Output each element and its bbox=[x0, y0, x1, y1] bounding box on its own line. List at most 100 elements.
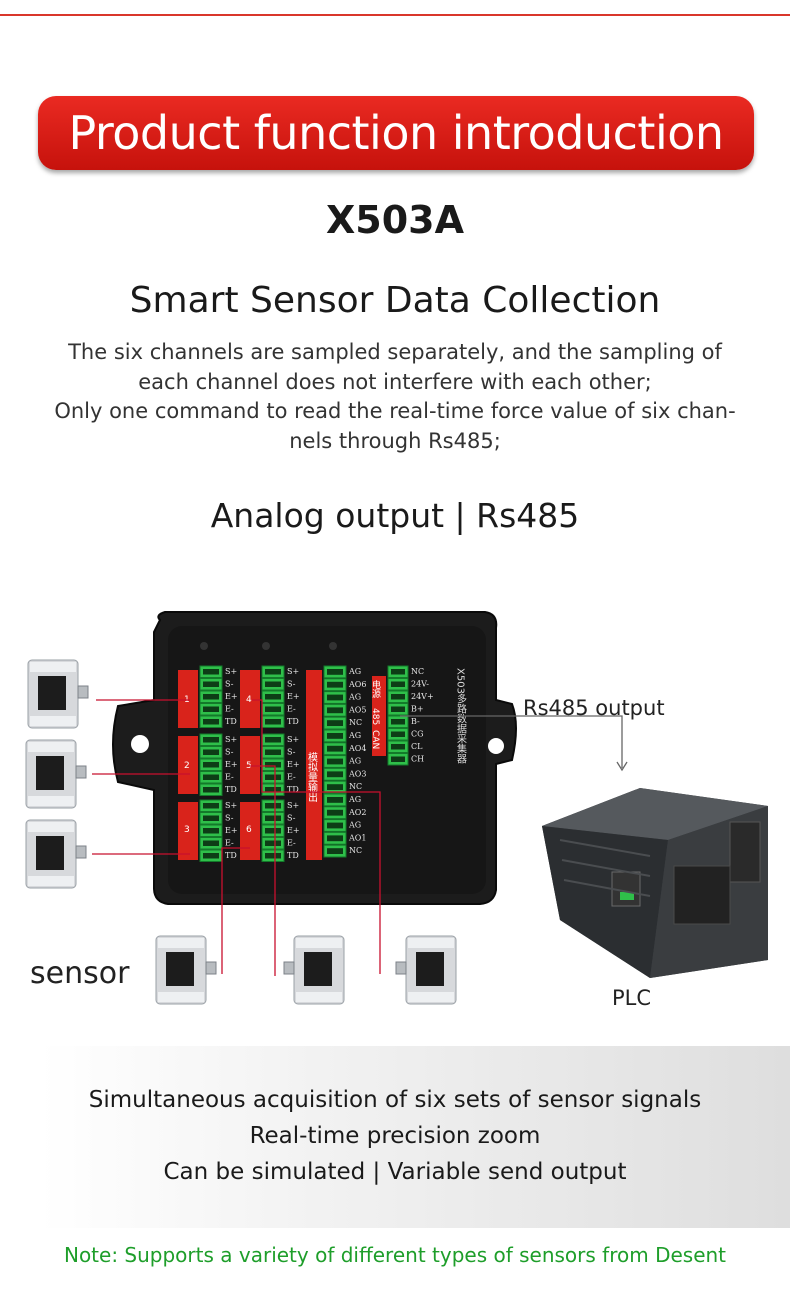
channel-number: 5 bbox=[246, 761, 252, 771]
pin-label: 24V+ bbox=[411, 692, 434, 701]
sensors bbox=[25, 659, 457, 1005]
load-cell-sensor bbox=[25, 739, 87, 809]
description-line: The six channels are sampled separately,… bbox=[68, 340, 722, 364]
pin-label: AO2 bbox=[348, 808, 366, 817]
bus-can-label: CAN bbox=[370, 730, 380, 749]
terminal-screw bbox=[203, 737, 219, 743]
arrow-down-icon bbox=[616, 761, 628, 772]
pin-label: E- bbox=[287, 839, 296, 848]
rs485-wire bbox=[400, 715, 623, 768]
pin-label: TD bbox=[287, 717, 299, 726]
terminal-blocks bbox=[199, 665, 409, 862]
terminal-screw bbox=[203, 681, 219, 687]
terminal-screw bbox=[203, 669, 219, 675]
pin-label: S- bbox=[287, 748, 296, 757]
pin-label: TD bbox=[287, 851, 299, 860]
terminal-screw bbox=[203, 787, 219, 793]
section-title-outputs: Analog output | Rs485 bbox=[210, 496, 580, 535]
terminal-screw bbox=[203, 719, 219, 725]
channel-label-strip bbox=[240, 736, 260, 794]
terminal-screw bbox=[203, 762, 219, 768]
pin-label: S+ bbox=[225, 801, 237, 810]
pin-label: E+ bbox=[287, 760, 300, 769]
pin-label: E+ bbox=[225, 692, 238, 701]
wire-channel-6 bbox=[252, 699, 381, 974]
channel-number: 4 bbox=[246, 695, 252, 705]
description-line: each channel does not interfere with eac… bbox=[138, 369, 652, 394]
section-description: The six channels are sampled separately,… bbox=[20, 338, 770, 456]
pin-label: S- bbox=[287, 680, 296, 689]
terminal-screw bbox=[265, 803, 281, 809]
pin-label: TD bbox=[225, 851, 237, 860]
terminal-screw bbox=[265, 815, 281, 821]
terminal-screw bbox=[327, 809, 343, 816]
pin-label: S- bbox=[225, 680, 234, 689]
title-banner: Product function introduction bbox=[38, 96, 754, 170]
pin-label: TD bbox=[225, 785, 237, 794]
terminal-screw bbox=[265, 749, 281, 755]
pin-label: TD bbox=[225, 717, 237, 726]
terminal-screw bbox=[327, 784, 343, 790]
wires bbox=[92, 699, 381, 976]
pin-label: NC bbox=[349, 718, 362, 727]
terminal-screw bbox=[203, 803, 219, 809]
pin-label: S+ bbox=[225, 667, 237, 676]
pin-label: E+ bbox=[225, 760, 238, 769]
plc-device bbox=[542, 788, 768, 978]
terminal-screw bbox=[265, 828, 281, 834]
terminal-screw bbox=[391, 669, 405, 675]
terminal-screw bbox=[203, 694, 219, 700]
feature-item: Real-time precision zoom bbox=[249, 1123, 541, 1149]
terminal-screw bbox=[265, 669, 281, 675]
banner-title: Product function introduction bbox=[68, 106, 724, 160]
terminal-screw bbox=[327, 822, 343, 829]
terminal-screw bbox=[265, 762, 281, 768]
pin-label: AO1 bbox=[348, 833, 366, 842]
pin-label: S- bbox=[287, 814, 296, 823]
load-cell-sensor bbox=[25, 819, 87, 889]
terminal-screw bbox=[265, 706, 281, 712]
pin-label: AO3 bbox=[348, 769, 366, 778]
pin-label: E+ bbox=[225, 826, 238, 835]
terminal-screw bbox=[265, 787, 281, 793]
pin-label: S- bbox=[225, 748, 234, 757]
analog-label-strip bbox=[306, 670, 322, 860]
pin-label: AO4 bbox=[348, 744, 366, 753]
load-cell-sensor bbox=[283, 935, 345, 1005]
pin-label: AO6 bbox=[348, 680, 366, 689]
terminal-screw bbox=[203, 853, 219, 859]
power-label: 电源 bbox=[370, 679, 381, 699]
feature-item: Simultaneous acquisition of six sets of … bbox=[88, 1087, 702, 1113]
terminal-screw bbox=[265, 774, 281, 780]
terminal-screw bbox=[391, 731, 405, 737]
terminal-screw bbox=[327, 771, 343, 778]
wiring-diagram: 1 2 3 4 5 6 模拟量输出 电源 485 CAN X503多路数据采集器… bbox=[25, 611, 768, 1005]
terminal-screw bbox=[327, 707, 343, 714]
top-divider bbox=[0, 14, 790, 16]
terminal-screw bbox=[391, 694, 405, 700]
channel-labels: 1 2 3 4 5 6 模拟量输出 电源 485 CAN X503多路数据采集器 bbox=[178, 668, 467, 860]
terminal-screw bbox=[391, 706, 405, 712]
feature-item: Can be simulated | Variable send output bbox=[163, 1159, 627, 1185]
terminal-screw bbox=[203, 815, 219, 821]
terminal-screw bbox=[265, 681, 281, 687]
terminal-screw bbox=[327, 681, 343, 688]
bus-485-label: 485 bbox=[370, 708, 380, 725]
pin-label: B- bbox=[411, 717, 420, 726]
support-note: Note: Supports a variety of different ty… bbox=[63, 1243, 727, 1267]
terminal-screw bbox=[203, 706, 219, 712]
pin-label: CH bbox=[411, 755, 424, 764]
channel-number: 3 bbox=[184, 825, 190, 835]
terminal-screw bbox=[203, 828, 219, 834]
bus-label-strip bbox=[372, 676, 386, 756]
terminal-screw bbox=[391, 681, 405, 687]
sensor-label: sensor bbox=[30, 956, 130, 991]
terminal-screw bbox=[327, 797, 343, 803]
pin-label: S+ bbox=[225, 735, 237, 744]
rs485-output-label: Rs485 output bbox=[523, 696, 665, 720]
description-line: Only one command to read the real-time f… bbox=[54, 399, 736, 423]
pin-label: AG bbox=[348, 757, 361, 766]
features-list: Simultaneous acquisition of six sets of … bbox=[0, 1082, 790, 1190]
terminal-screw bbox=[203, 774, 219, 780]
pin-label: S- bbox=[225, 814, 234, 823]
